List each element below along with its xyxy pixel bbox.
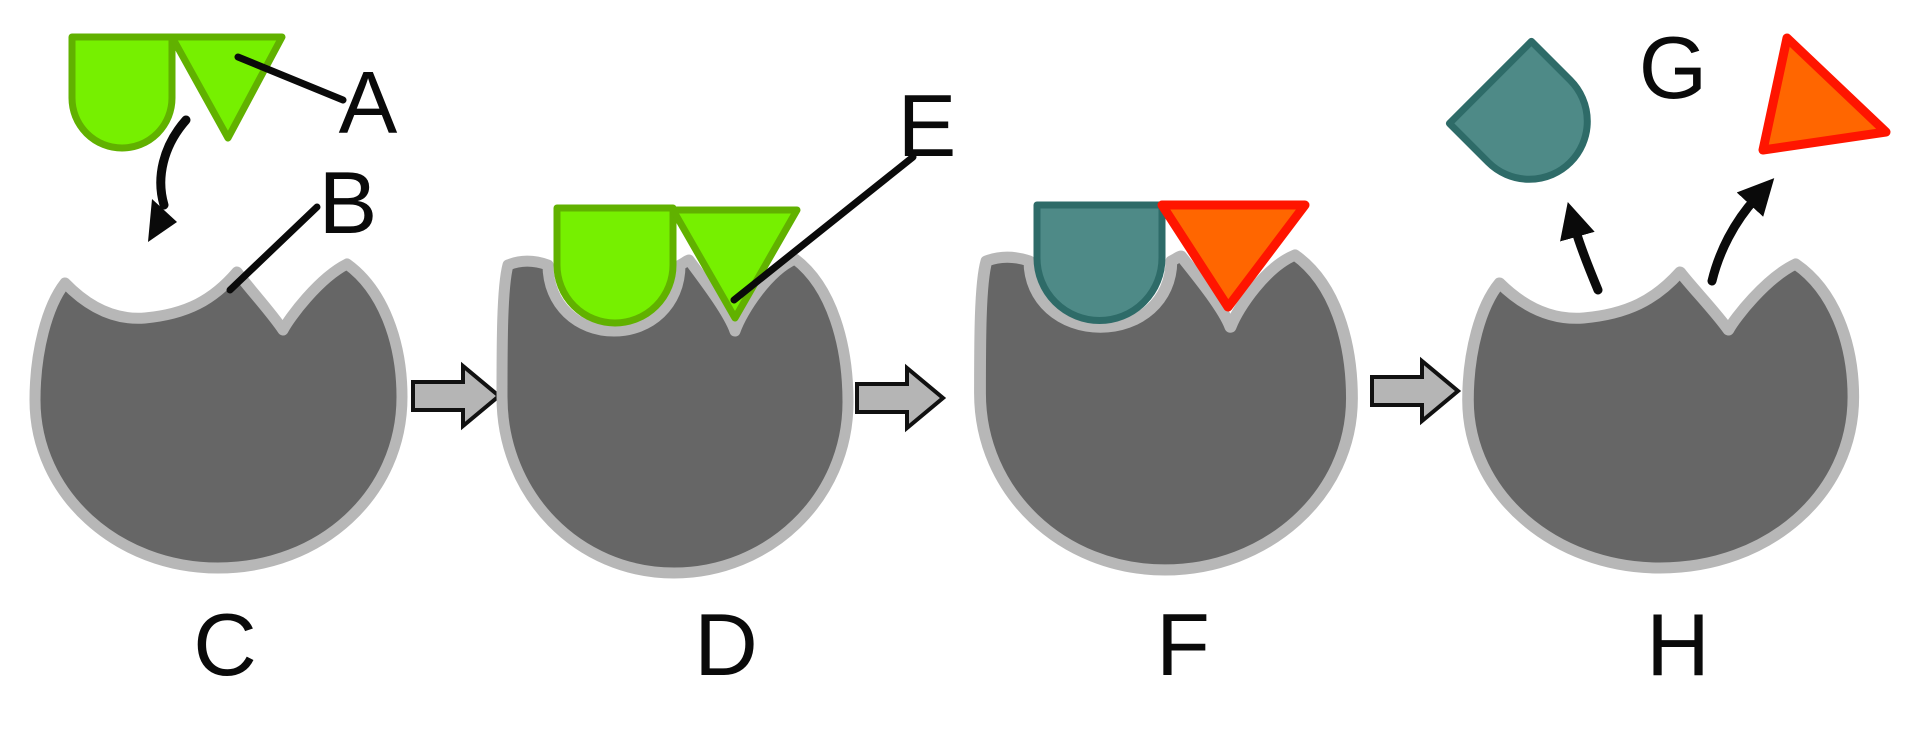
product-dome-bound bbox=[1033, 201, 1166, 324]
bound-substrate-triangle bbox=[669, 206, 801, 322]
label-f: F bbox=[1156, 595, 1210, 694]
pointer-line-a bbox=[234, 53, 347, 104]
label-b: B bbox=[318, 153, 378, 252]
product-release-arrow-left bbox=[1560, 201, 1603, 295]
product-triangle-released bbox=[1758, 33, 1891, 155]
substrate-binding-arrowhead-icon bbox=[148, 199, 177, 242]
pointer-line-e bbox=[730, 153, 917, 304]
product-triangle-bound bbox=[1157, 200, 1310, 312]
label-e: E bbox=[897, 76, 957, 175]
product-release-arrow-right bbox=[1707, 178, 1775, 286]
enzyme-stage-h bbox=[1468, 264, 1853, 568]
flow-arrow-f-to-h bbox=[1370, 359, 1460, 423]
label-c: C bbox=[193, 595, 257, 694]
enzyme-stage-d bbox=[502, 259, 848, 573]
label-g: G bbox=[1638, 18, 1708, 117]
enzyme-stage-f bbox=[980, 255, 1352, 570]
bound-substrate-half-circle bbox=[553, 204, 677, 327]
label-d: D bbox=[694, 595, 758, 694]
pointer-line-b bbox=[226, 203, 321, 294]
substrate-half-circle bbox=[68, 33, 176, 152]
flow-arrow-d-to-f bbox=[855, 366, 945, 430]
label-a: A bbox=[338, 53, 398, 152]
label-h: H bbox=[1646, 595, 1710, 694]
enzyme-stage-c bbox=[35, 264, 402, 568]
product-dome-released bbox=[1445, 37, 1591, 183]
substrate-binding-arrow bbox=[156, 115, 191, 210]
flow-arrow-c-to-d bbox=[411, 364, 501, 428]
